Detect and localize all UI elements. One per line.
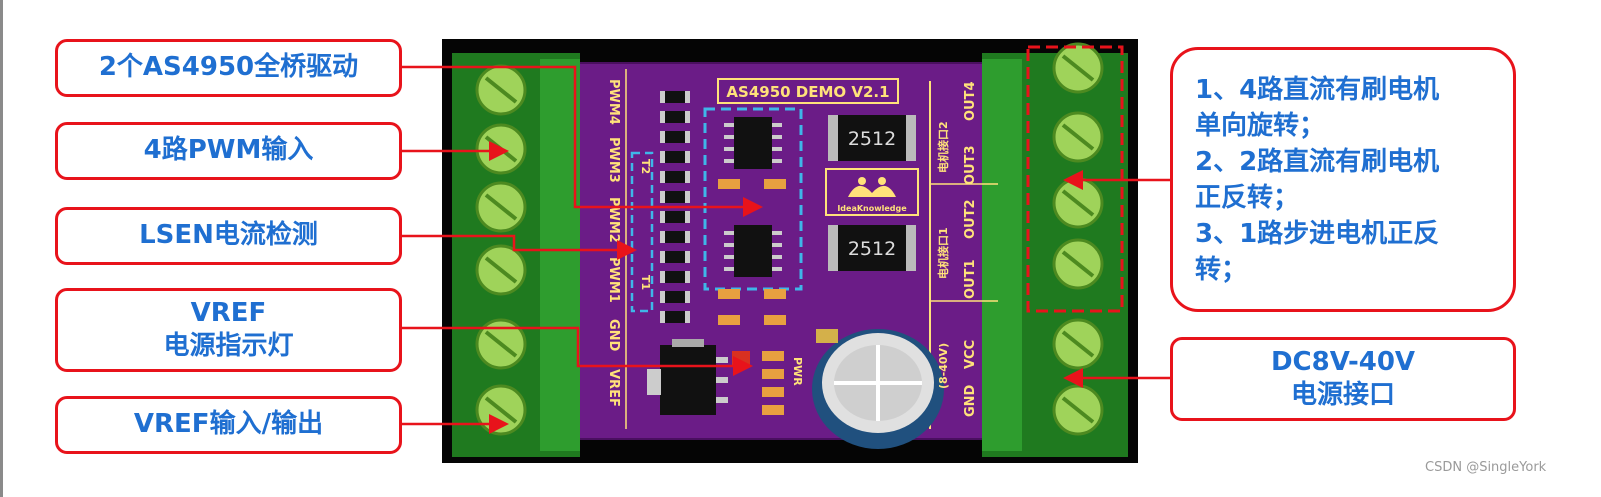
chip-highlight bbox=[703, 107, 803, 291]
pwm-label: 4路PWM输入 bbox=[55, 122, 402, 180]
voltage-regulator bbox=[647, 339, 728, 415]
right-pin-label: GND bbox=[963, 384, 978, 417]
smd-resistor bbox=[660, 231, 690, 243]
test-point-t2: T2 bbox=[639, 159, 652, 174]
terminal-screw bbox=[1052, 111, 1104, 163]
smd-resistor bbox=[660, 271, 690, 283]
pwr-label: PWR bbox=[791, 357, 804, 386]
feature-line: 转； bbox=[1195, 255, 1248, 285]
electrolytic-capacitor bbox=[812, 329, 944, 449]
arrow-vref-led bbox=[402, 326, 753, 376]
smd-resistor bbox=[660, 211, 690, 223]
driver-chip-bottom bbox=[724, 225, 782, 277]
board-title: AS4950 DEMO V2.1 bbox=[726, 83, 889, 101]
watermark: CSDN @SingleYork bbox=[1425, 460, 1547, 475]
right-pin-label: OUT1 bbox=[963, 259, 978, 299]
terminal-screw bbox=[475, 318, 527, 370]
right-terminal-block bbox=[982, 53, 1128, 457]
feature-line: 3、1路步进电机正反 bbox=[1195, 219, 1440, 249]
motor-port-1-label: 电机接口1 bbox=[936, 227, 950, 279]
driver-label: 2个AS4950全桥驱动 bbox=[55, 39, 402, 97]
ideaknowledge-logo: IdeaKnowledge bbox=[825, 168, 919, 216]
feature-line: 2、2路直流有刷电机 bbox=[1195, 147, 1440, 177]
smd-resistor bbox=[660, 91, 690, 103]
left-pin-label: PWM2 bbox=[606, 197, 621, 243]
terminal-screw bbox=[475, 181, 527, 233]
vref-io-label-text: VREF输入/输出 bbox=[133, 409, 324, 440]
left-pin-label: VREF bbox=[606, 369, 621, 407]
pwm-label-text: 4路PWM输入 bbox=[143, 135, 314, 166]
left-pin-label: PWM4 bbox=[606, 79, 621, 125]
smd-resistor bbox=[660, 251, 690, 263]
terminal-screw bbox=[475, 244, 527, 296]
driver-label-text: 2个AS4950全桥驱动 bbox=[98, 52, 359, 83]
smd-resistor bbox=[660, 131, 690, 143]
terminal-screw bbox=[1052, 42, 1104, 94]
arrow-driver bbox=[402, 65, 763, 217]
feature-line: 正反转； bbox=[1195, 183, 1300, 213]
lsen-highlight bbox=[630, 151, 654, 313]
features-box: 1、4路直流有刷电机 单向旋转； 2、2路直流有刷电机 正反转； 3、1路步进电… bbox=[1170, 47, 1516, 312]
arrow-lsen bbox=[402, 234, 637, 260]
page-edge-line bbox=[0, 0, 3, 497]
smd-resistor bbox=[660, 311, 690, 323]
lsen-label-text: LSEN电流检测 bbox=[139, 220, 318, 251]
left-pin-label: PWM3 bbox=[606, 137, 621, 183]
vref-label-line2: 电源指示灯 bbox=[163, 331, 294, 361]
resistor-value-text: 2512 bbox=[848, 238, 896, 260]
lsen-label: LSEN电流检测 bbox=[55, 207, 402, 265]
power-label-line1: DC8V-40V bbox=[1270, 346, 1416, 377]
vref-label-line1: VREF bbox=[190, 297, 267, 328]
motor-port-2-label: 电机接口2 bbox=[936, 121, 950, 173]
right-pin-label: OUT2 bbox=[963, 199, 978, 239]
feature-line: 单向旋转； bbox=[1195, 111, 1326, 141]
power-label-line2: 电源接口 bbox=[1290, 380, 1395, 410]
terminal-screw bbox=[1052, 384, 1104, 436]
smd-resistor bbox=[660, 151, 690, 163]
logo-text: IdeaKnowledge bbox=[837, 204, 907, 213]
smd-resistor bbox=[660, 191, 690, 203]
test-point-t1: T1 bbox=[639, 275, 652, 290]
right-pin-label: OUT3 bbox=[963, 145, 978, 185]
feature-line: 1、4路直流有刷电机 bbox=[1195, 75, 1440, 105]
left-pin-label: PWM1 bbox=[606, 257, 621, 303]
smd-resistor bbox=[660, 111, 690, 123]
sense-resistor-top: 2512 bbox=[828, 115, 916, 161]
driver-chip-top bbox=[724, 117, 782, 169]
power-label: DC8V-40V 电源接口 bbox=[1170, 337, 1516, 421]
vref-io-label: VREF输入/输出 bbox=[55, 396, 402, 454]
right-pin-label: OUT4 bbox=[963, 81, 978, 121]
voltage-range-label: (8-40V) bbox=[937, 343, 950, 389]
left-pin-label: GND bbox=[606, 319, 621, 352]
terminal-screw bbox=[475, 64, 527, 116]
smd-resistor bbox=[660, 171, 690, 183]
smd-resistor bbox=[660, 291, 690, 303]
terminal-screw bbox=[1052, 238, 1104, 290]
right-pin-label: VCC bbox=[963, 340, 978, 369]
resistor-value-text: 2512 bbox=[848, 128, 896, 150]
sense-resistor-bottom: 2512 bbox=[828, 225, 916, 271]
vref-led-label: VREF 电源指示灯 bbox=[55, 288, 402, 372]
